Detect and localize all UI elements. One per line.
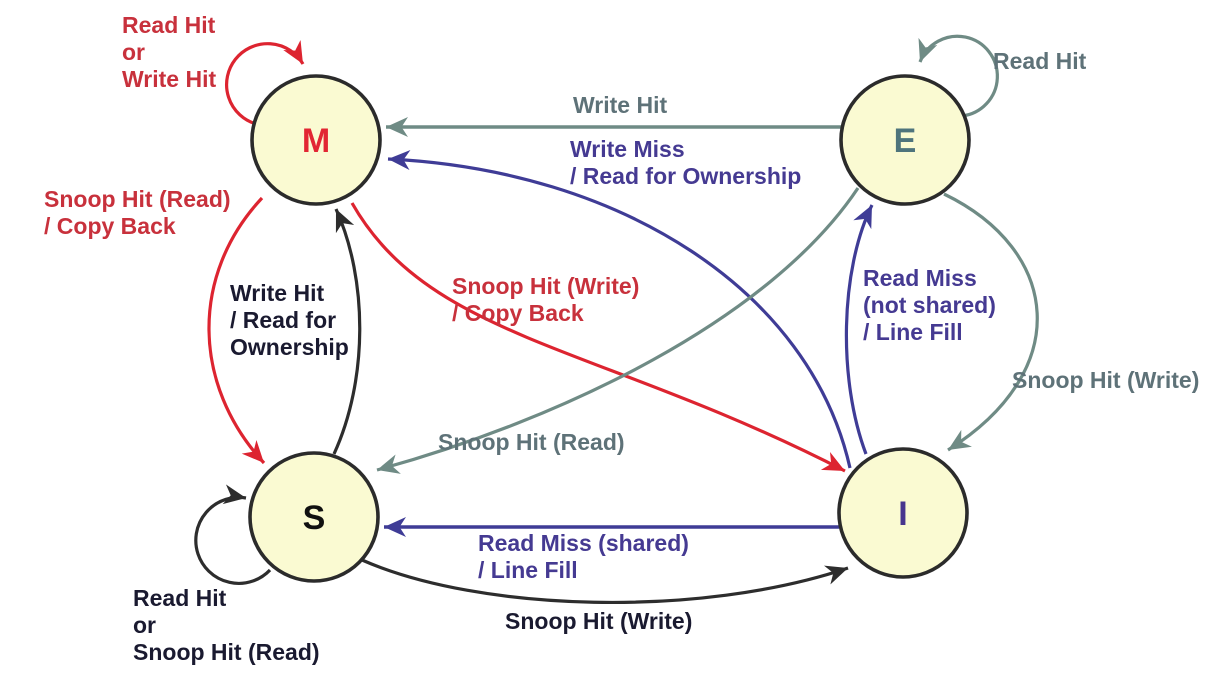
- label-m-self-loop: Read Hit or Write Hit: [122, 12, 216, 93]
- label-line: Write Miss: [570, 136, 685, 162]
- label-line: Read Hit: [993, 48, 1087, 74]
- edge-m-to-s: [207, 196, 266, 465]
- edge-i-to-e: [844, 204, 874, 455]
- label-line: Snoop Hit (Write): [452, 273, 640, 299]
- label-e-self-loop: Read Hit: [993, 48, 1086, 75]
- label-s-self-loop: Read Hit or Snoop Hit (Read): [133, 585, 320, 666]
- label-line: Read Hit: [133, 585, 227, 611]
- label-i-to-s: Read Miss (shared) / Line Fill: [478, 530, 689, 584]
- label-line: Write Hit: [573, 92, 668, 118]
- label-s-to-i: Snoop Hit (Write): [505, 608, 692, 635]
- state-label-i: I: [898, 495, 907, 533]
- label-line: (not shared): [863, 292, 996, 318]
- label-line: Snoop Hit (Write): [1012, 367, 1200, 393]
- label-line: / Read for: [230, 307, 337, 333]
- edge-s-to-i: [361, 558, 849, 605]
- label-line: / Copy Back: [452, 300, 584, 326]
- label-line: Snoop Hit (Read): [438, 429, 625, 455]
- label-m-to-i: Snoop Hit (Write) / Copy Back: [452, 273, 639, 327]
- label-line: Snoop Hit (Read): [44, 186, 231, 212]
- state-node-e: [839, 74, 971, 206]
- edge-e-self-loop: [918, 34, 999, 118]
- state-label-e: E: [894, 122, 917, 160]
- label-m-to-s: Snoop Hit (Read) / Copy Back: [44, 186, 231, 240]
- label-e-to-i: Snoop Hit (Write): [1012, 367, 1199, 394]
- label-line: Snoop Hit (Read): [133, 639, 320, 665]
- label-line: Read Miss: [863, 265, 977, 291]
- state-node-s: [248, 451, 380, 583]
- edge-s-to-m: [332, 208, 362, 455]
- label-line: Write Hit: [122, 66, 217, 92]
- label-line: or: [122, 39, 145, 65]
- state-label-s: S: [303, 499, 326, 537]
- label-line: / Line Fill: [863, 319, 963, 345]
- label-line: Write Hit: [230, 280, 325, 306]
- edge-e-to-i: [943, 192, 1039, 452]
- state-node-i: [837, 447, 969, 579]
- edge-i-to-m: [387, 150, 852, 469]
- label-line: Read Miss (shared): [478, 530, 689, 556]
- label-line: / Line Fill: [478, 557, 578, 583]
- label-line: or: [133, 612, 156, 638]
- label-line: Read Hit: [122, 12, 216, 38]
- label-i-to-e: Read Miss (not shared) / Line Fill: [863, 265, 996, 346]
- label-line: Snoop Hit (Write): [505, 608, 693, 634]
- edge-e-to-s: [376, 187, 860, 474]
- label-line: Ownership: [230, 334, 349, 360]
- label-line: / Read for Ownership: [570, 163, 802, 189]
- edge-m-self-loop: [225, 39, 305, 126]
- state-label-m: M: [302, 122, 330, 160]
- label-s-to-m: Write Hit / Read for Ownership: [230, 280, 349, 361]
- label-e-to-s: Snoop Hit (Read): [438, 429, 625, 456]
- label-i-to-m: Write Miss / Read for Ownership: [570, 136, 801, 190]
- label-line: / Copy Back: [44, 213, 176, 239]
- state-node-m: [250, 74, 382, 206]
- edge-m-to-i: [350, 202, 846, 473]
- edge-s-self-loop: [194, 484, 272, 585]
- label-e-to-m: Write Hit: [573, 92, 667, 119]
